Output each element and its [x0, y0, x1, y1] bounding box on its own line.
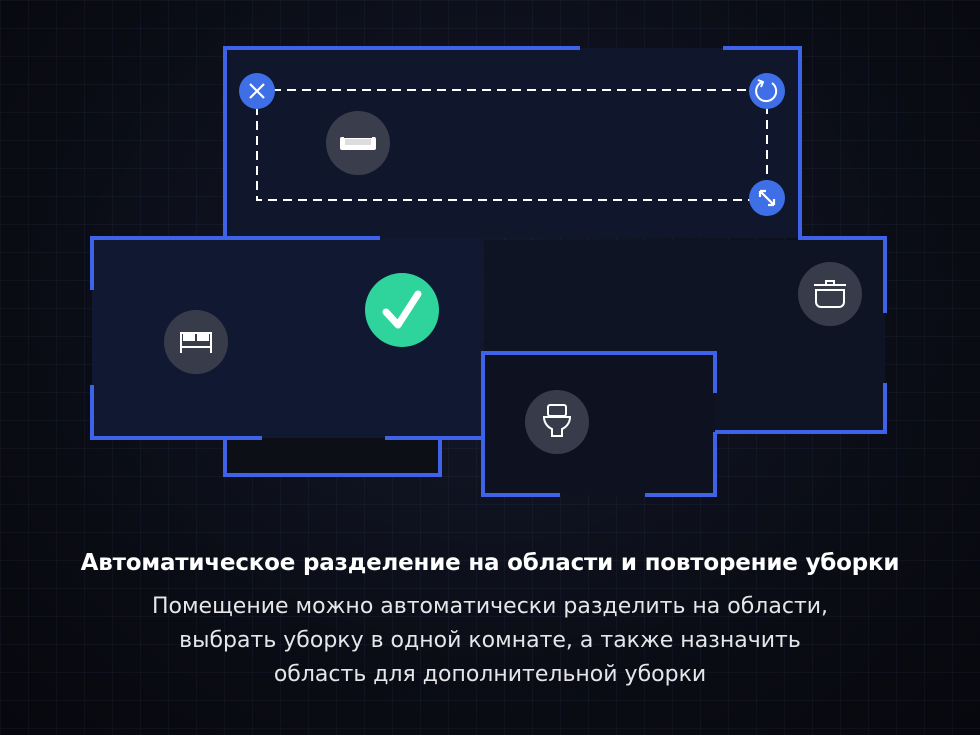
selected-room-badge[interactable] — [365, 273, 439, 347]
feature-title: Автоматическое разделение на области и п… — [80, 550, 900, 576]
pot-icon — [814, 280, 846, 308]
close-icon — [249, 83, 265, 99]
description-line: Помещение можно автоматически разделить … — [151, 594, 829, 619]
resize-icon — [758, 189, 776, 207]
bed-icon — [180, 332, 212, 353]
toilet-icon — [542, 404, 572, 437]
delete-zone-button[interactable] — [239, 73, 275, 109]
bed-room-marker[interactable] — [164, 310, 228, 374]
bathroom-room-marker[interactable] — [525, 390, 589, 454]
room-hallway — [225, 438, 440, 475]
rotate-zone-button[interactable] — [749, 73, 785, 109]
kitchen-room-marker[interactable] — [798, 262, 862, 326]
feature-description: Помещение можно автоматически разделить … — [0, 590, 980, 692]
room-bathroom[interactable] — [483, 353, 715, 495]
sofa-icon — [340, 133, 376, 150]
room-living[interactable] — [225, 48, 800, 238]
resize-zone-button[interactable] — [749, 180, 785, 216]
check-icon — [382, 290, 422, 329]
description-line: область для дополнительной уборки — [273, 662, 707, 687]
selection-zone[interactable] — [256, 89, 768, 201]
description-line: выбрать уборку в одной комнате, а также … — [179, 628, 801, 653]
sofa-room-marker[interactable] — [326, 111, 390, 175]
walls — [90, 46, 887, 497]
rotate-icon — [755, 81, 778, 103]
